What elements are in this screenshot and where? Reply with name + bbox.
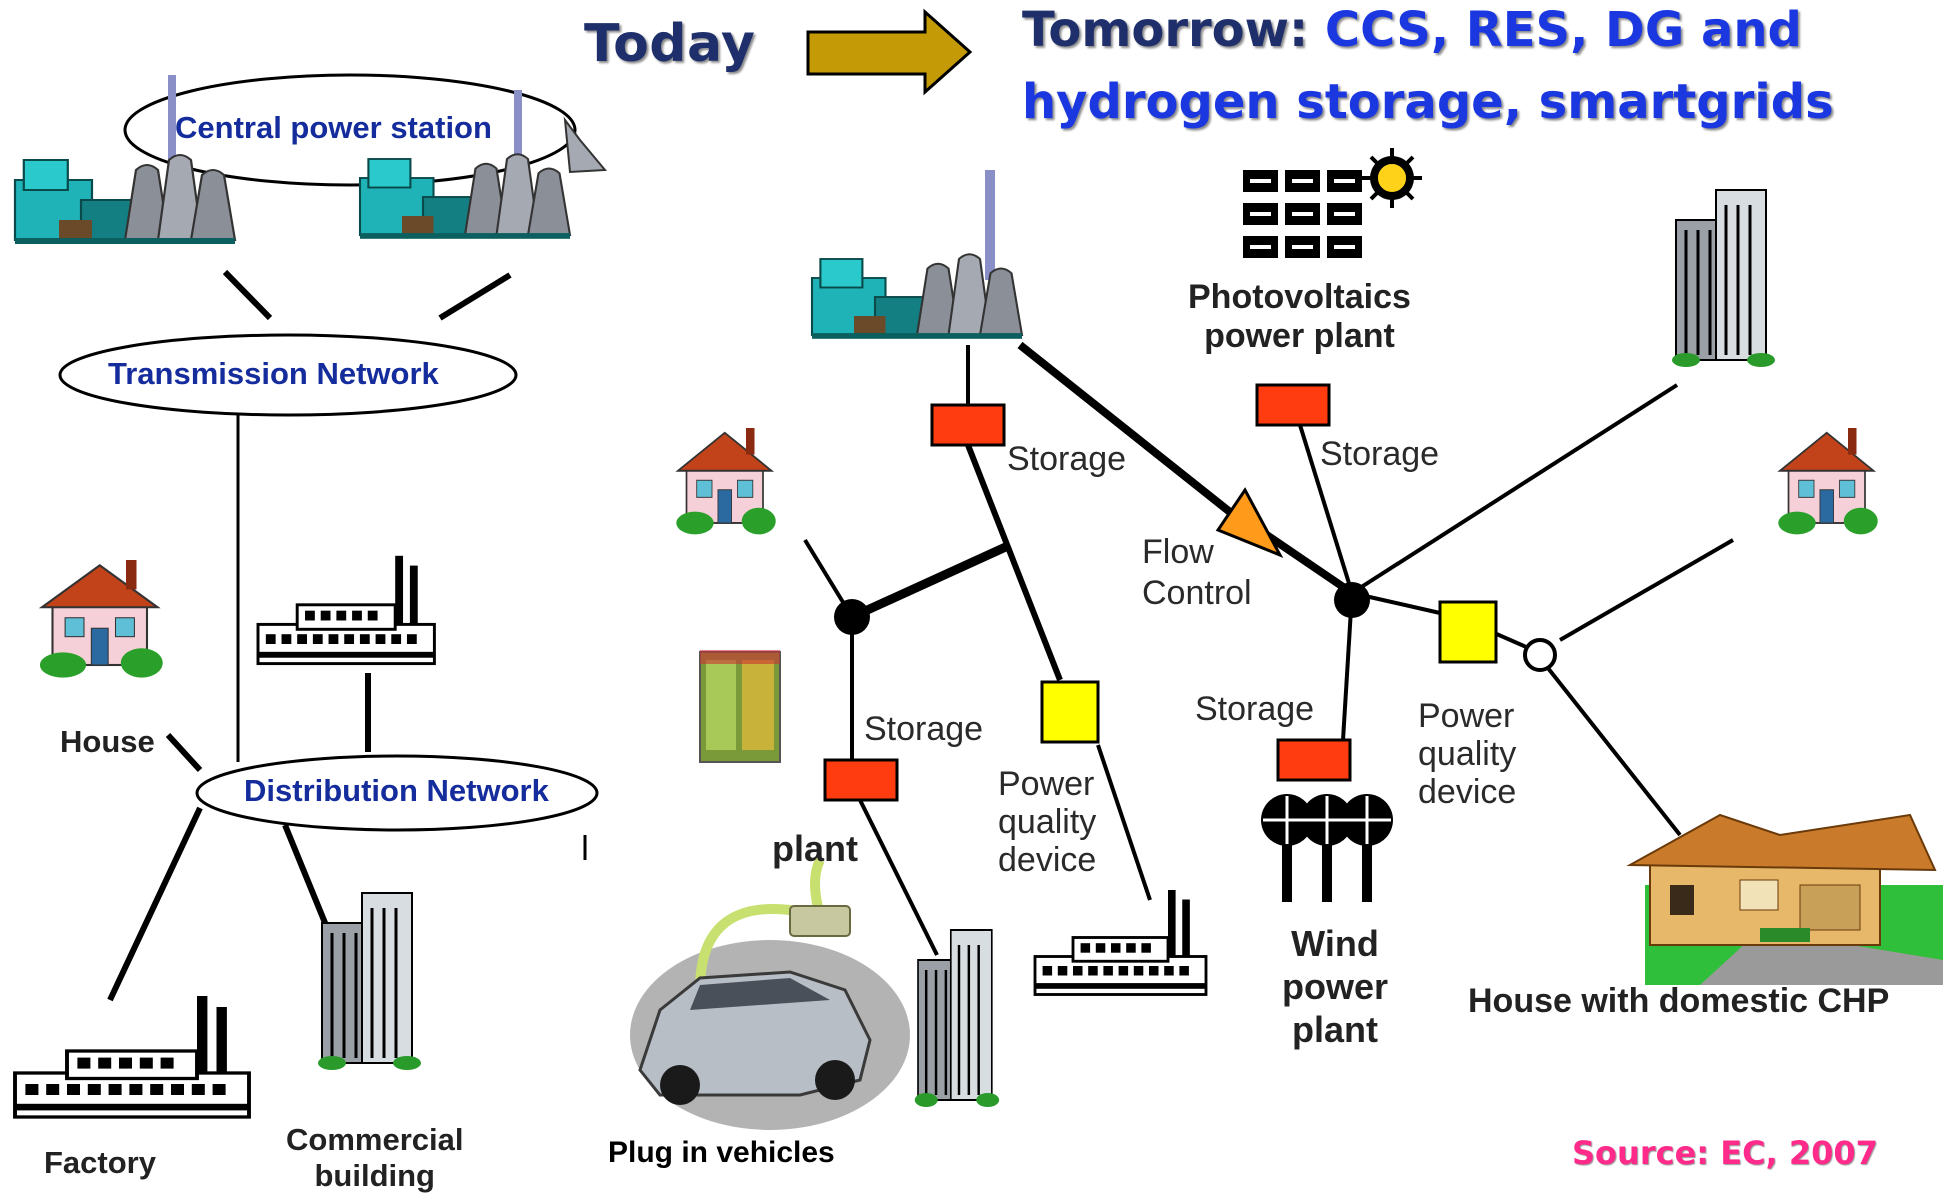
junction-node [1334,582,1370,618]
storage-box [1255,383,1331,427]
house-icon [1777,427,1879,536]
label-central-power-station: Central power station [175,110,492,145]
label-flow-control: Flow Control [1142,532,1252,614]
distribution-network-oval [195,754,599,832]
house-icon [675,427,777,536]
storage-box [823,758,899,802]
label-photovoltaics: Photovoltaics power plant [1188,278,1411,356]
label-flow-control-line1: Flow [1142,533,1214,571]
today-to-tomorrow-arrow [806,8,973,96]
label-plug-in-vehicles: Plug in vehicles [608,1136,835,1169]
storage-box [930,403,1006,447]
label-power-quality-line2: quality [1418,735,1517,774]
factory-icon [1033,888,1208,996]
label-power-quality-line1: Power [998,765,1095,803]
label-commercial-building-line1: Commercial [286,1122,464,1157]
central-power-station-oval [123,73,577,187]
power-quality-device-box [1040,680,1100,744]
label-power-quality-line1: Power [1418,697,1515,735]
label-wind-line2: power [1282,966,1389,1008]
label-storage: Storage [1007,440,1127,478]
label-commercial-building-line2: building [314,1157,435,1193]
switch-node [1523,638,1557,672]
title-tomorrow-lead: Tomorrow: [1022,2,1309,58]
label-house: House [60,724,155,759]
label-plant: plant [772,828,858,869]
fuel-cell-plant-icon [699,650,781,763]
label-photovoltaics-line1: Photovoltaics [1188,278,1411,316]
label-storage: Storage [864,710,984,748]
house-icon [38,558,164,679]
label-flow-control-line2: Control [1142,573,1252,612]
label-factory: Factory [44,1145,156,1180]
solar-panel-icon [1240,168,1375,266]
transmission-network-oval [58,333,518,417]
label-storage: Storage [1195,690,1315,728]
label-power-quality-line3: device [1418,773,1517,812]
power-quality-device-box [1438,600,1498,664]
label-wind-power-plant: Wind power plant [1282,922,1388,1052]
factory-icon [256,554,436,666]
building-icon [913,928,1001,1109]
title-tomorrow-rest: CCS, RES, DG and hydrogen storage, smart… [1022,2,1834,130]
label-commercial-building: Commercial building [286,1122,463,1193]
label-transmission-network: Transmission Network [108,356,439,391]
title-tomorrow: Tomorrow: CCS, RES, DG and hydrogen stor… [1022,0,1922,138]
label-power-quality-line2: quality [998,803,1097,842]
junction-node [834,599,870,635]
commercial-building-icon [316,891,423,1072]
title-today: Today [584,14,756,74]
power-station-icon [13,153,237,246]
label-house-chp: House with domestic CHP [1468,982,1890,1020]
label-power-quality-device: Power quality device [998,765,1096,879]
storage-box [1276,738,1352,782]
label-power-quality-line3: device [998,841,1097,880]
label-distribution-network: Distribution Network [244,773,549,808]
building-icon [1670,188,1777,369]
label-storage: Storage [1320,435,1440,473]
power-station-icon [358,153,572,240]
house-chp-icon [1626,813,1943,985]
factory-icon [13,994,251,1119]
label-wind-line1: Wind [1291,923,1379,964]
sun-icon [1362,148,1422,208]
label-photovoltaics-line2: power plant [1204,317,1395,356]
label-power-quality-device: Power quality device [1418,697,1516,811]
source-note: Source: EC, 2007 [1572,1134,1878,1172]
label-wind-line3: plant [1292,1009,1378,1051]
plug-in-vehicle-icon [630,857,910,1130]
flow-control-triangle [1215,487,1284,558]
